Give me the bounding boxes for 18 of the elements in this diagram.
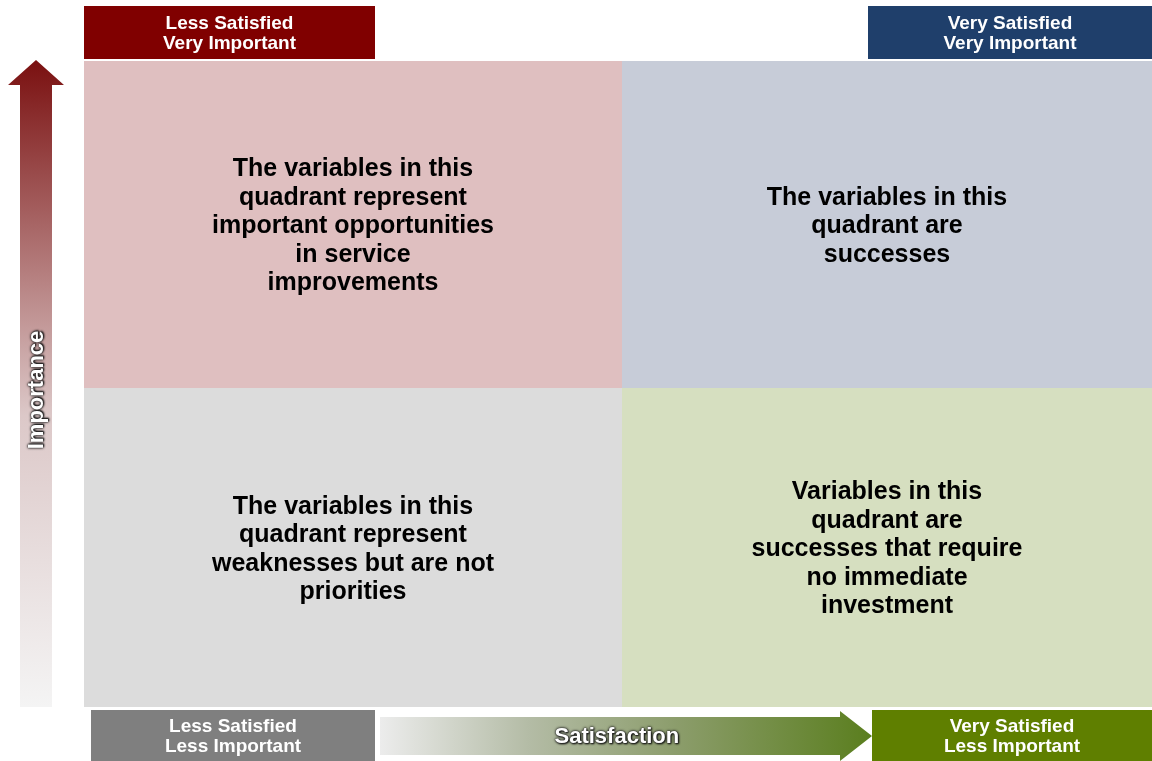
label-box	[91, 710, 375, 761]
quadrant-text: The variables in this quadrant represent important opportunities in service improvements	[212, 153, 494, 296]
label-text: Very Satisfied Very Important	[943, 12, 1077, 53]
label-box	[84, 6, 375, 59]
axis-label: Satisfaction	[554, 723, 680, 749]
quadrant-text: The variables in this quadrant are successes	[766, 181, 1008, 268]
label-text: Less Satisfied Very Important	[162, 12, 296, 53]
label-text: Less Satisfied Less Important	[164, 715, 302, 756]
quadrant-panel	[622, 388, 1152, 707]
quadrant-text: Variables in this quadrant are successes that require no immediate investment	[751, 476, 1023, 619]
quadrant-panel	[84, 61, 622, 388]
label-box	[872, 710, 1152, 761]
label-text: Very Satisfied Less Important	[943, 715, 1081, 756]
axis-label: Importance	[22, 330, 49, 450]
quadrant-text: The variables in this quadrant represent weaknesses but are not priorities	[211, 490, 495, 605]
quadrant-panel	[622, 61, 1152, 388]
label-box	[868, 6, 1152, 59]
quadrant-panel	[84, 388, 622, 707]
